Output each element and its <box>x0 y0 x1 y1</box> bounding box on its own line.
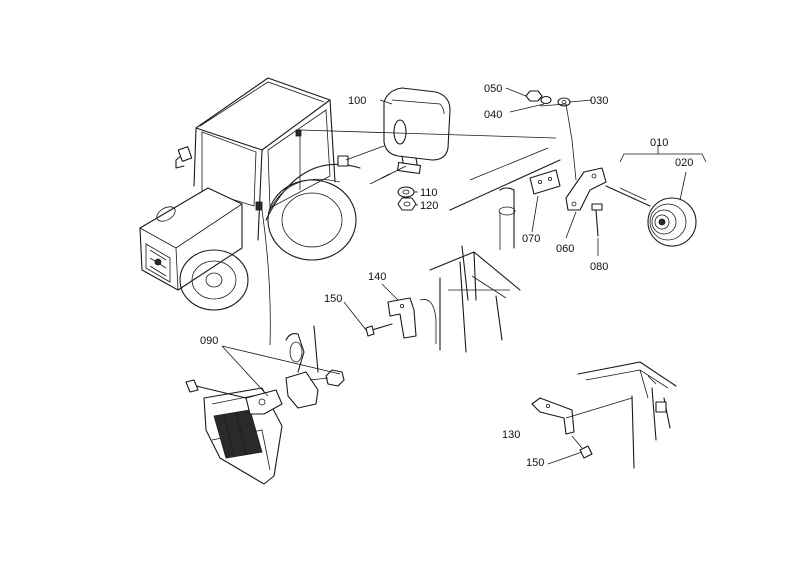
horn-assembly <box>449 90 707 301</box>
callout-090: 090 <box>200 335 218 347</box>
callout-150-upper: 150 <box>324 293 342 305</box>
callout-150-lower: 150 <box>526 457 544 469</box>
cab-frame-middle <box>365 251 521 353</box>
callout-100: 100 <box>348 95 366 107</box>
lower-work-lamp <box>185 325 345 485</box>
callout-140: 140 <box>368 271 386 283</box>
callout-080: 080 <box>590 261 608 273</box>
leader-line <box>299 129 557 139</box>
cab-frame-lower <box>531 361 677 469</box>
callout-060: 060 <box>556 243 574 255</box>
callout-120: 120 <box>420 200 438 212</box>
callout-070: 070 <box>522 233 540 245</box>
callout-010: 010 <box>650 137 668 149</box>
leader-line <box>345 145 385 161</box>
callout-030: 030 <box>590 95 608 107</box>
callout-labels: 010 020 030 040 050 060 070 080 090 100 … <box>200 83 693 469</box>
callout-020: 020 <box>675 157 693 169</box>
callout-050: 050 <box>484 83 502 95</box>
tractor-illustration <box>139 77 361 346</box>
callout-130: 130 <box>502 429 520 441</box>
callout-leaders <box>343 87 687 465</box>
callout-110: 110 <box>420 187 438 199</box>
upper-work-lamp <box>369 87 451 211</box>
callout-040: 040 <box>484 109 502 121</box>
